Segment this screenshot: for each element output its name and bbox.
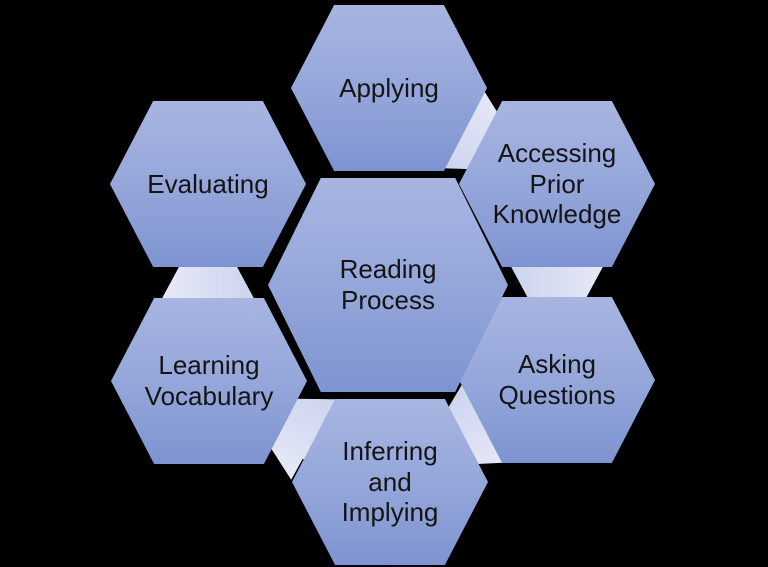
hexagon-asking-questions: Asking Questions	[459, 297, 655, 463]
hexagon-learning-vocabulary-label: Learning Vocabulary	[144, 350, 274, 411]
hexagon-reading-process: Reading Process	[268, 178, 508, 392]
hexagon-inferring-and-implying: Inferring and Implying	[292, 399, 488, 565]
hexagon-evaluating: Evaluating	[110, 101, 306, 267]
hexagon-asking-questions-label: Asking Questions	[498, 349, 616, 410]
hexagon-learning-vocabulary: Learning Vocabulary	[111, 298, 307, 464]
hexagon-applying: Applying	[291, 5, 487, 171]
hexagon-inferring-and-implying-label: Inferring and Implying	[341, 435, 439, 528]
hexagon-applying-label: Applying	[339, 72, 439, 103]
hexagon-reading-process-label: Reading Process	[339, 254, 437, 315]
hexagon-accessing-prior-knowledge-label: Accessing Prior Knowledge	[492, 137, 622, 230]
hexagon-accessing-prior-knowledge: Accessing Prior Knowledge	[459, 101, 655, 267]
hexagon-evaluating-label: Evaluating	[147, 168, 269, 199]
